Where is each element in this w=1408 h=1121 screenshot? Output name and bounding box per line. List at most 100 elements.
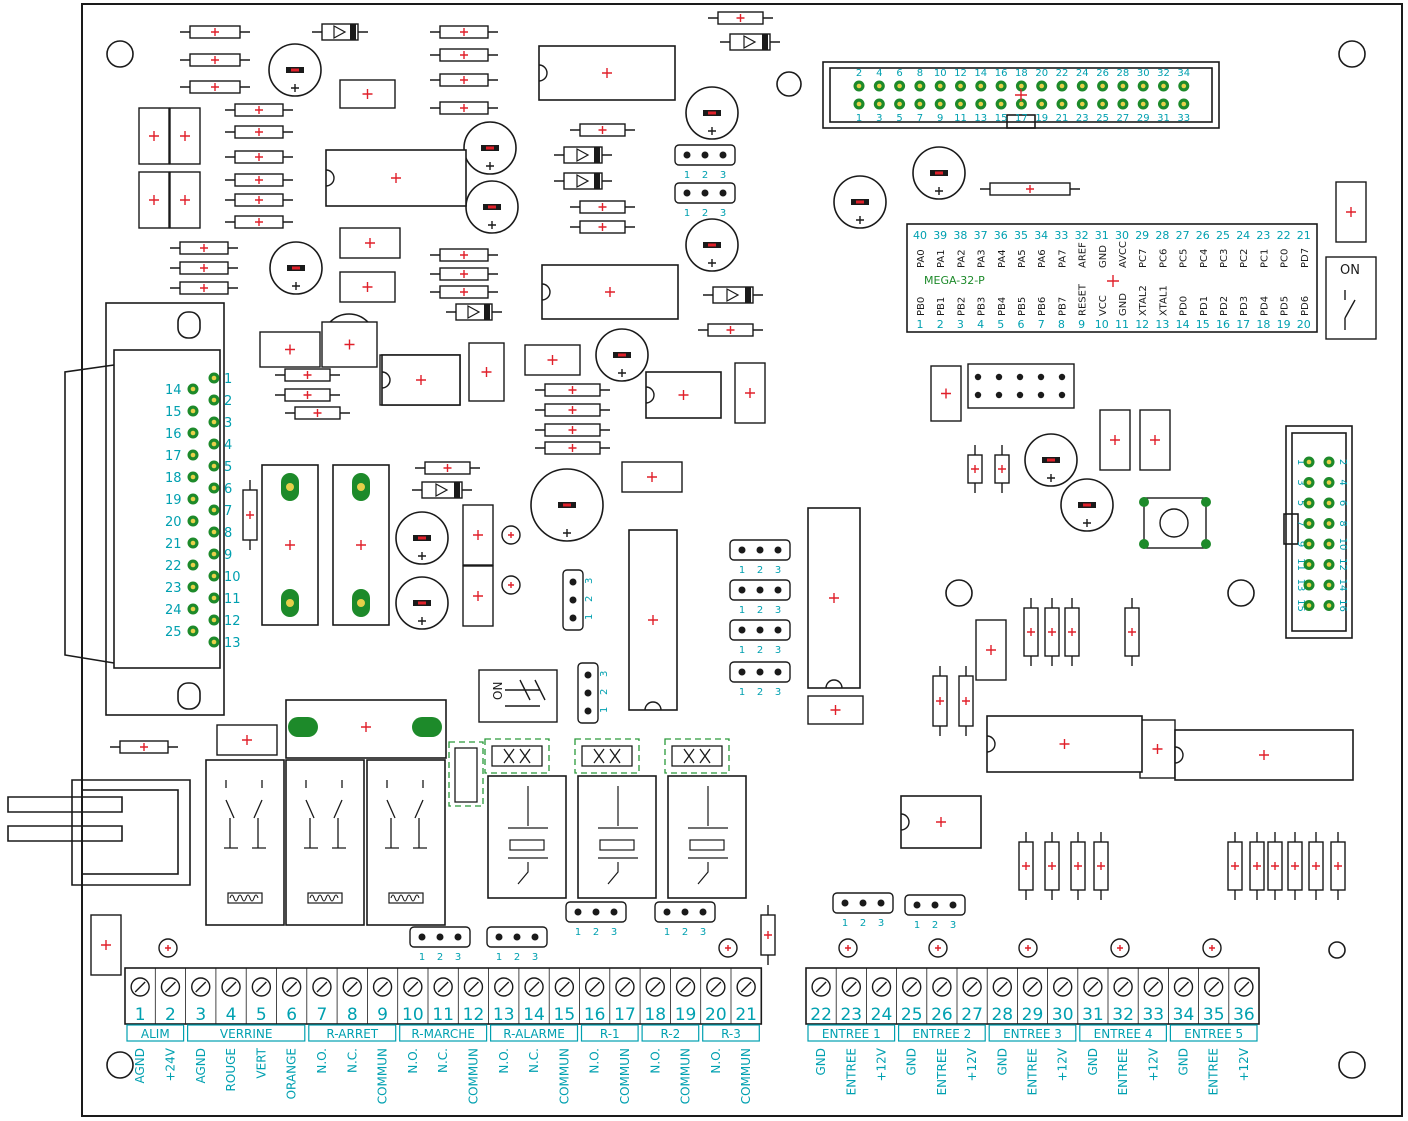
mcu-pin-number: 18 — [1256, 318, 1270, 331]
terminal-screw[interactable] — [1022, 977, 1043, 997]
jumper-array[interactable] — [967, 363, 1075, 409]
terminal-screw[interactable] — [584, 977, 605, 997]
resistor — [430, 48, 498, 62]
header-pin-number: 6 — [896, 68, 902, 79]
header-pin — [914, 98, 926, 110]
terminal-screw[interactable] — [403, 977, 423, 997]
header-pin-number: 12 — [954, 68, 967, 79]
component-box — [1139, 719, 1176, 779]
db25-pin — [208, 592, 220, 604]
dip-switch-center[interactable] — [478, 669, 558, 723]
jumper-pin-label: 1 — [739, 687, 745, 698]
terminal-number: 4 — [226, 1005, 237, 1025]
header-pin — [1323, 538, 1335, 550]
jumper-header[interactable]: 123 — [562, 569, 595, 631]
terminal-screw[interactable] — [281, 977, 302, 997]
terminal-block: 1AGND2+24V3AGND4ROUGE5VERT6ORANGE7N.O.8N… — [124, 967, 763, 1104]
terminal-screw[interactable] — [932, 977, 952, 997]
jumper-header[interactable]: 123 — [577, 662, 610, 724]
terminal-screw[interactable] — [1234, 977, 1254, 997]
terminal-number: 20 — [705, 1005, 727, 1025]
terminal-signal-label: ENTREE — [1026, 1048, 1040, 1095]
terminal-screw[interactable] — [1052, 977, 1073, 997]
header-pin-number: 10 — [1337, 538, 1348, 551]
header-pin — [1303, 559, 1315, 570]
terminal-screw[interactable] — [251, 977, 272, 997]
resistor — [242, 480, 258, 550]
terminal-group-label: ENTREE 5 — [1184, 1027, 1243, 1041]
component-box — [169, 171, 201, 229]
terminal-screw[interactable] — [871, 977, 892, 997]
terminal-screw[interactable] — [1143, 977, 1164, 997]
terminal-screw[interactable] — [1113, 977, 1133, 997]
terminal-signal-label: AGND — [194, 1048, 208, 1084]
terminal-screw[interactable] — [1173, 977, 1194, 997]
terminal-screw[interactable] — [312, 977, 332, 997]
terminal-screw[interactable] — [463, 977, 484, 997]
terminal-screw[interactable] — [494, 977, 514, 997]
component-layer — [90, 11, 1367, 976]
resistor — [1044, 832, 1060, 900]
terminal-screw[interactable] — [902, 977, 922, 997]
terminal-screw[interactable] — [191, 977, 211, 997]
header-pin-number: 19 — [1035, 113, 1048, 124]
mcu-pin-name: PD1 — [1199, 296, 1210, 316]
mcu-pin-number: 23 — [1256, 229, 1270, 242]
electrolytic-capacitor — [395, 511, 449, 565]
terminal-screw[interactable] — [736, 977, 756, 997]
mcu-pin-number: 13 — [1155, 318, 1169, 331]
terminal-number: 26 — [931, 1005, 953, 1025]
mcu-pin-name: XTAL1 — [1158, 285, 1169, 316]
mcu-pin-name: PD3 — [1239, 296, 1250, 316]
terminal-screw[interactable] — [841, 977, 861, 997]
terminal-signal-label: ENTREE — [844, 1048, 858, 1095]
jumper-pin-label: 2 — [757, 605, 763, 616]
terminal-screw[interactable] — [675, 977, 696, 997]
terminal-screw[interactable] — [221, 977, 241, 997]
terminal-screw[interactable] — [615, 977, 635, 997]
reset-pushbutton[interactable] — [1139, 497, 1211, 549]
terminal-number: 17 — [614, 1005, 636, 1025]
dip-switch-right[interactable] — [1325, 256, 1377, 340]
mcu-pin-name: PA4 — [997, 249, 1008, 268]
terminal-blocks: 1AGND2+24V3AGND4ROUGE5VERT6ORANGE7N.O.8N… — [124, 525, 1260, 1104]
terminal-screw[interactable] — [372, 977, 393, 997]
terminal-screw[interactable] — [130, 977, 150, 997]
mcu-pin-number: 24 — [1236, 229, 1250, 242]
terminal-screw[interactable] — [342, 977, 362, 997]
terminal-screw[interactable] — [524, 977, 544, 997]
terminal-screw[interactable] — [160, 977, 181, 997]
component-box — [930, 365, 962, 422]
resistor — [570, 220, 635, 234]
terminal-screw[interactable] — [811, 977, 831, 997]
terminal-number: 22 — [810, 1005, 832, 1025]
terminal-number: 24 — [871, 1005, 893, 1025]
terminal-screw[interactable] — [706, 977, 726, 997]
ic-package — [900, 795, 982, 849]
header-pin — [1056, 80, 1068, 92]
terminal-screw[interactable] — [433, 977, 453, 997]
terminal-screw[interactable] — [962, 977, 982, 997]
terminal-screw[interactable] — [1203, 977, 1224, 997]
header-pin-number: 28 — [1117, 68, 1130, 79]
header-pin-number: 9 — [937, 113, 943, 124]
ic-package — [807, 507, 861, 689]
terminal-group-label: ENTREE 2 — [912, 1027, 971, 1041]
terminal-screw[interactable] — [645, 977, 665, 997]
terminal-screw[interactable] — [1083, 977, 1103, 997]
terminal-screw[interactable] — [992, 977, 1012, 997]
terminal-screw[interactable] — [554, 977, 575, 997]
resistor — [1044, 598, 1060, 666]
